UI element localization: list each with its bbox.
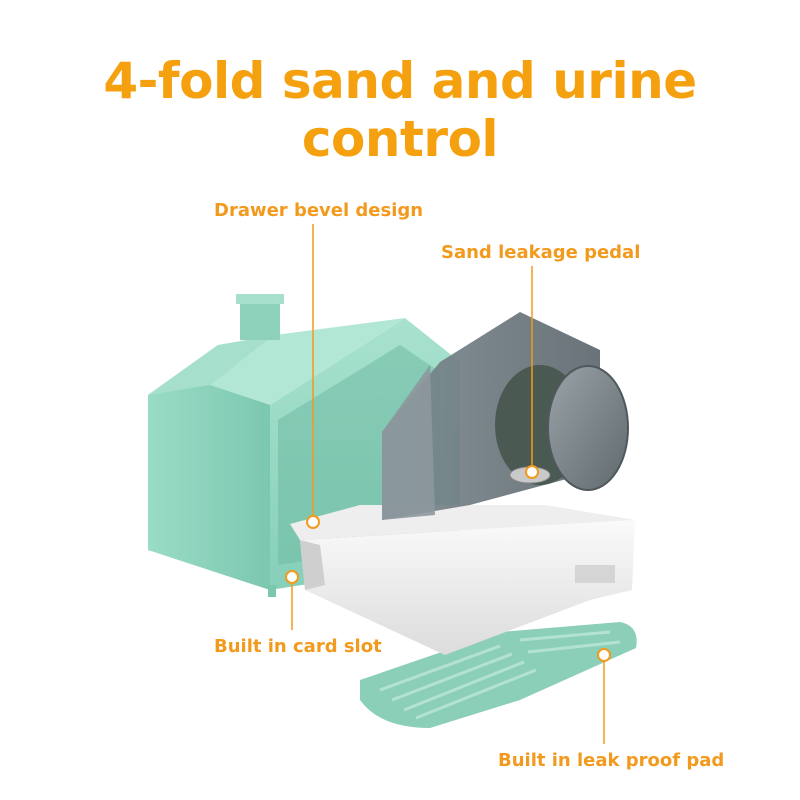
callout-sand-leakage-pedal: Sand leakage pedal [441, 242, 641, 263]
callout-leak-proof-pad: Built in leak proof pad [498, 750, 725, 771]
callout-built-in-card-slot: Built in card slot [214, 636, 382, 657]
headline-title: 4-fold sand and urine control [103, 52, 697, 168]
leak-proof-mat [360, 622, 637, 728]
callout-markers [285, 465, 611, 662]
callout-drawer-bevel-design: Drawer bevel design [214, 200, 424, 221]
callout-lines [291, 224, 605, 744]
sand-leakage-panel [382, 312, 629, 520]
drawer-tray [290, 505, 635, 655]
